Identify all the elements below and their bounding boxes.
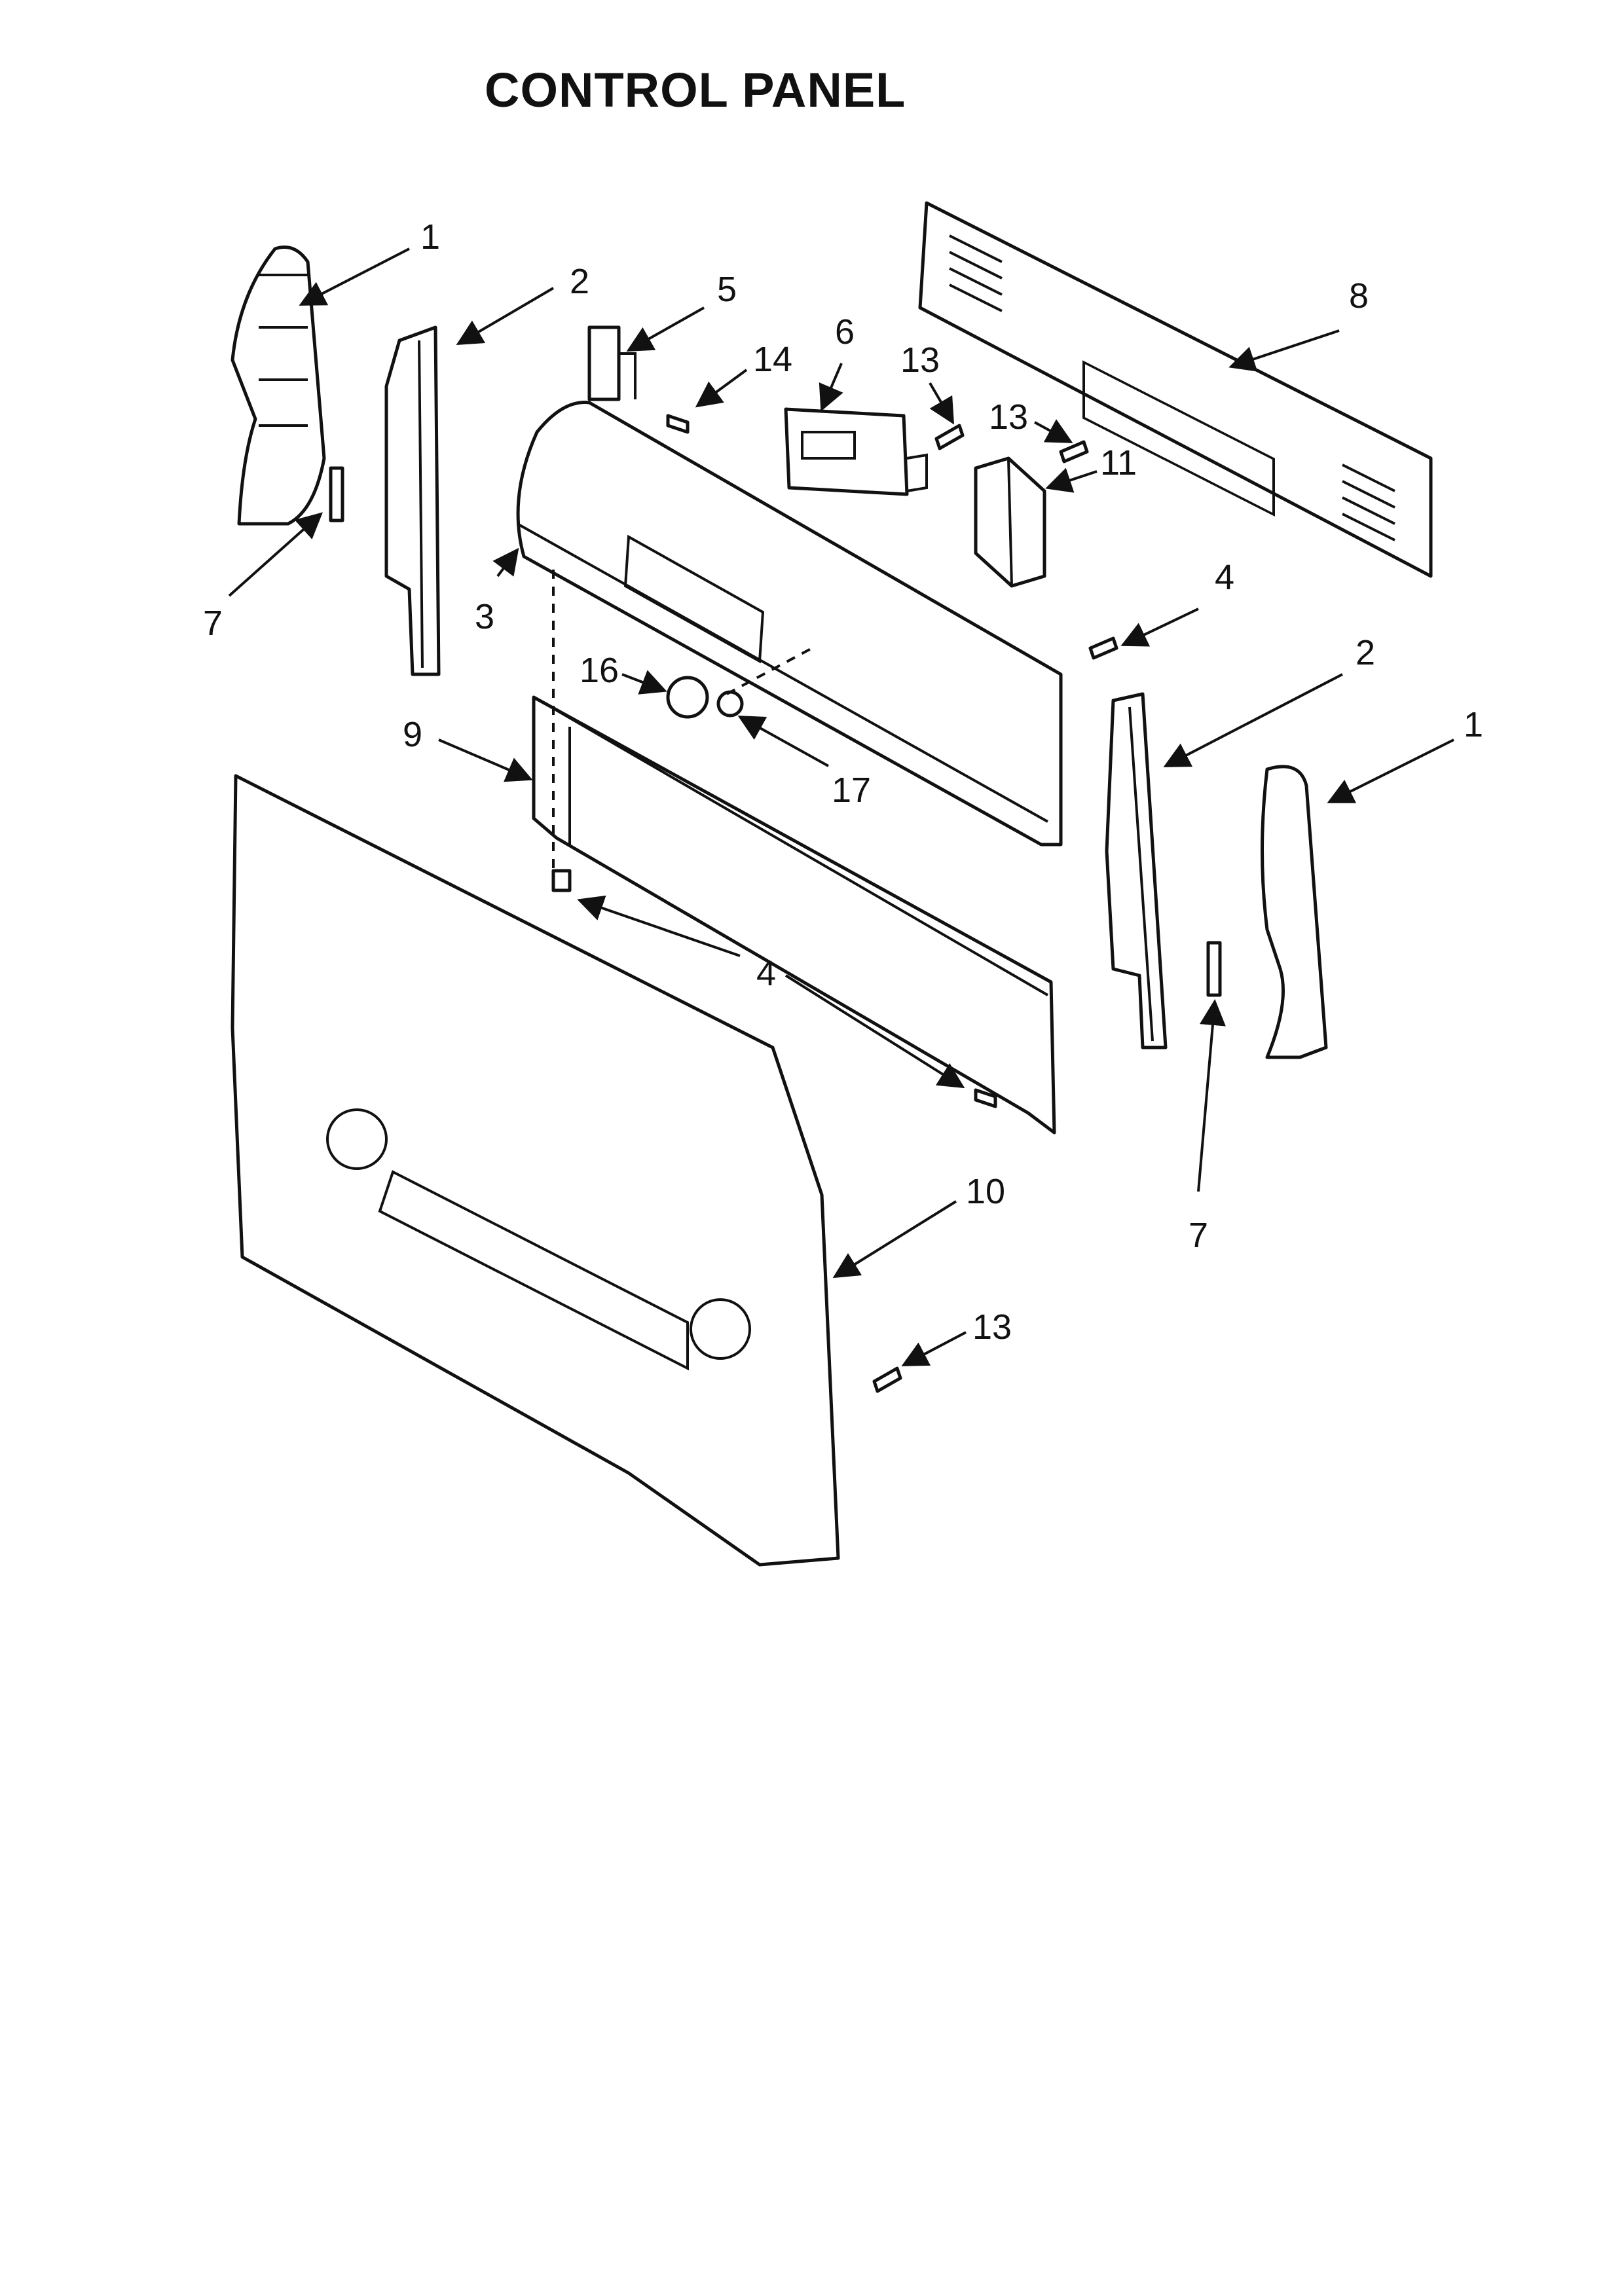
callout-13-bottom: 13 (972, 1307, 1012, 1347)
leader-lines (228, 247, 1454, 1366)
part-1-end-cap-left (231, 246, 326, 526)
callout-2-left: 2 (570, 262, 589, 301)
callout-14: 14 (753, 340, 792, 379)
part-7-clips (329, 466, 1222, 997)
part-1-end-cap-right (1261, 765, 1328, 1059)
callout-16: 16 (580, 651, 619, 690)
callout-1-left: 1 (420, 217, 440, 257)
callout-11: 11 (1100, 443, 1137, 483)
diagram-title: CONTROL PANEL (485, 63, 906, 117)
part-8-backguard (918, 201, 1433, 578)
part-6-clock-module (784, 407, 928, 496)
callout-10: 10 (966, 1172, 1005, 1211)
callout-17: 17 (832, 771, 871, 810)
part-5-bracket (587, 325, 637, 401)
callout-4-top: 4 (1215, 558, 1234, 597)
callout-7-right: 7 (1189, 1216, 1208, 1255)
part-4-screws (551, 636, 1118, 1108)
part-2-side-bracket-left (384, 325, 441, 676)
part-13-screws (872, 424, 1089, 1393)
callout-9: 9 (403, 715, 422, 754)
part-16-knob (666, 676, 709, 719)
callout-4-bottom: 4 (756, 954, 776, 993)
part-9-channel (532, 695, 1056, 1135)
callout-3: 3 (475, 597, 494, 636)
callout-13-top: 13 (900, 340, 940, 380)
part-17-nut (716, 690, 744, 718)
part-2-side-bracket-right (1105, 692, 1168, 1049)
callout-8: 8 (1349, 276, 1369, 316)
part-14-screw (666, 414, 690, 434)
callout-7-left: 7 (203, 604, 223, 643)
part-3-control-panel-face (516, 401, 1063, 847)
callout-13-mid: 13 (989, 397, 1028, 437)
callout-6: 6 (835, 312, 855, 352)
callout-2-right: 2 (1356, 633, 1375, 672)
callout-1-right: 1 (1464, 705, 1483, 744)
part-11-block (974, 456, 1046, 588)
callout-5: 5 (717, 270, 737, 309)
part-10-front-panel (231, 774, 840, 1567)
